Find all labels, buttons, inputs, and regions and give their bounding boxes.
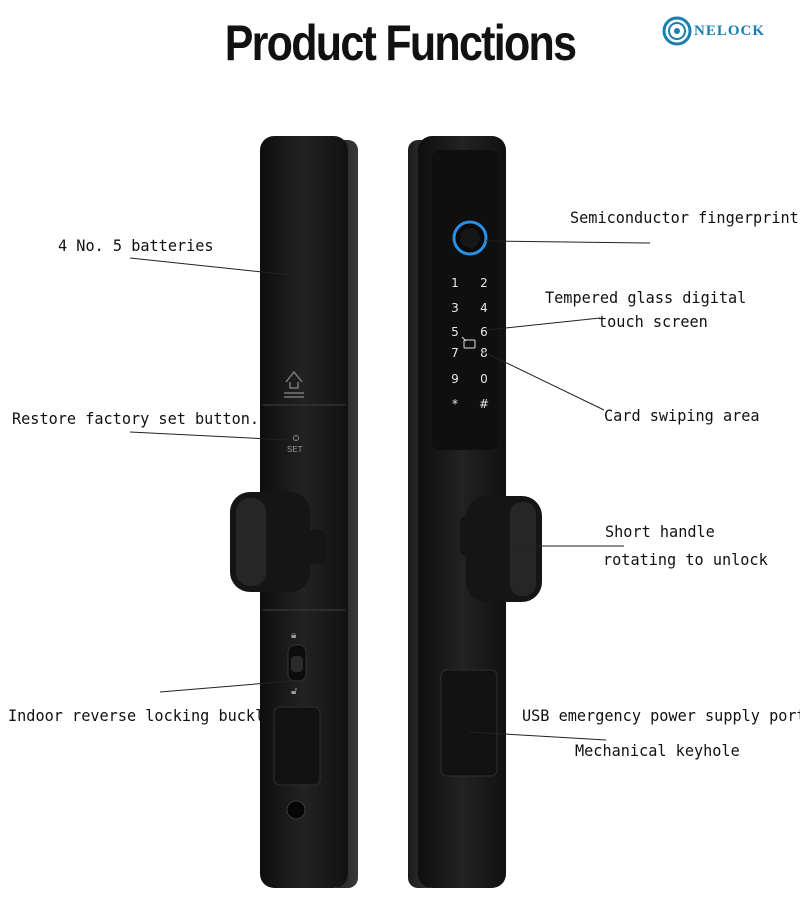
keypad: 1 2 3 4 5 6 7 8 9 0 * # bbox=[451, 276, 489, 411]
card-icon bbox=[461, 336, 476, 349]
page-title: Product Functions bbox=[224, 15, 577, 71]
set-button-icon bbox=[293, 435, 299, 441]
key-8[interactable]: 8 bbox=[480, 346, 488, 360]
label-touch-screen-line2: touch screen bbox=[598, 312, 708, 331]
battery-compartment bbox=[273, 706, 321, 786]
keyhole-cover bbox=[440, 669, 498, 777]
key-3[interactable]: 3 bbox=[451, 301, 459, 315]
key-star[interactable]: * bbox=[452, 397, 458, 411]
onelock-logo-icon bbox=[662, 16, 692, 46]
key-7[interactable]: 7 bbox=[451, 346, 459, 360]
key-9[interactable]: 9 bbox=[451, 372, 459, 386]
label-card-area: Card swiping area bbox=[604, 406, 760, 425]
key-1[interactable]: 1 bbox=[451, 276, 459, 290]
unlock-icon: 🔓︎ bbox=[291, 686, 298, 697]
reverse-lock-slider: 🔒︎ 🔓︎ bbox=[287, 630, 307, 697]
indoor-keyhole bbox=[286, 800, 306, 820]
key-6[interactable]: 6 bbox=[480, 325, 488, 339]
lock-icon: 🔒︎ bbox=[291, 630, 296, 641]
label-restore-button: Restore factory set button. bbox=[12, 409, 260, 428]
logo-wordmark: NELOCK bbox=[694, 22, 766, 39]
label-handle-line2: rotating to unlock bbox=[603, 550, 768, 569]
label-usb-port: USB emergency power supply port bbox=[522, 706, 800, 725]
key-hash[interactable]: # bbox=[479, 397, 489, 411]
leader-lines bbox=[129, 240, 651, 741]
fingerprint-sensor bbox=[452, 220, 488, 256]
label-touch-screen-line1: Tempered glass digital bbox=[545, 288, 747, 307]
label-handle-line1: Short handle bbox=[605, 522, 715, 541]
label-reverse-lock: Indoor reverse locking buckle bbox=[8, 706, 274, 725]
label-batteries: 4 No. 5 batteries bbox=[58, 236, 214, 255]
key-4[interactable]: 4 bbox=[480, 301, 488, 315]
key-5[interactable]: 5 bbox=[451, 325, 459, 339]
label-keyhole: Mechanical keyhole bbox=[575, 741, 740, 760]
brand-logo: NELOCK bbox=[662, 14, 792, 48]
key-0[interactable]: 0 bbox=[480, 372, 488, 386]
indoor-handle bbox=[230, 492, 326, 592]
label-fingerprint: Semiconductor fingerprint bbox=[570, 208, 799, 227]
outdoor-handle bbox=[460, 496, 542, 602]
key-2[interactable]: 2 bbox=[480, 276, 488, 290]
battery-cover-arrow-icon bbox=[284, 370, 304, 398]
set-marking: SET bbox=[287, 445, 303, 454]
